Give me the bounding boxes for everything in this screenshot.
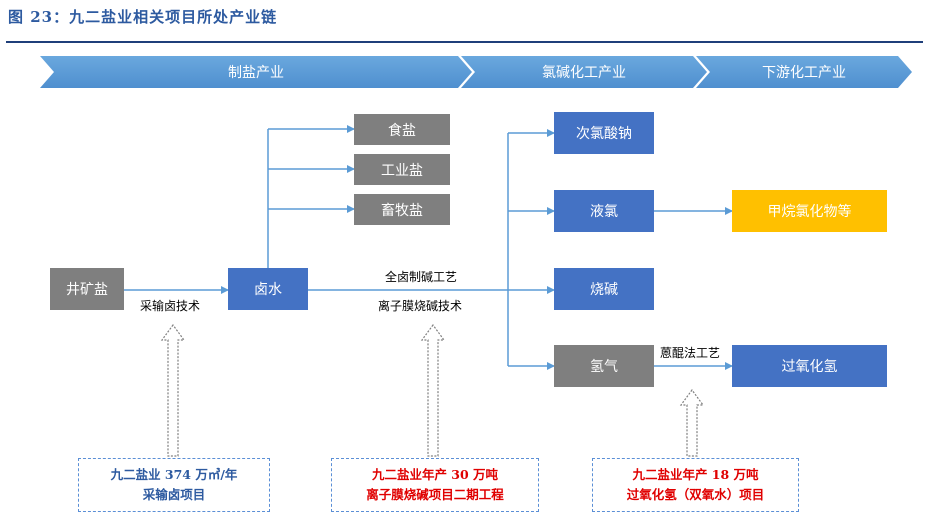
hollow-arrow-brine-project	[160, 323, 186, 457]
project-peroxide-line1: 九二盐业年产 18 万吨	[632, 467, 759, 482]
node-caustic-soda: 烧碱	[554, 268, 654, 310]
label-anthraquinone: 蒽醌法工艺	[660, 346, 721, 360]
stage-arrow-salt	[40, 56, 472, 88]
stage-arrow-chloralkali	[461, 56, 707, 88]
stage-label-downstream: 下游化工产业	[762, 65, 846, 81]
label-brine-extraction: 采输卤技术	[140, 299, 201, 313]
project-peroxide-line2: 过氧化氢（双氧水）项目	[626, 487, 765, 502]
stage-label-salt: 制盐产业	[228, 65, 284, 81]
project-membrane-line2: 离子膜烧碱项目二期工程	[366, 487, 504, 502]
stage-arrow-downstream	[696, 56, 912, 88]
node-edible-salt: 食盐	[354, 114, 450, 145]
hollow-arrow-peroxide-project	[679, 388, 705, 457]
node-hydrogen: 氢气	[554, 345, 654, 387]
node-livestock-salt: 畜牧盐	[354, 194, 450, 225]
project-brine-line1: 九二盐业 374 万㎥/年	[110, 467, 238, 482]
node-brine: 卤水	[228, 268, 308, 310]
node-hydrogen-peroxide: 过氧化氢	[732, 345, 887, 387]
node-methane-chloride: 甲烷氯化物等	[732, 190, 887, 232]
label-full-brine-process: 全卤制碱工艺	[385, 270, 458, 284]
node-liquid-chlorine: 液氯	[554, 190, 654, 232]
hollow-arrow-membrane-project	[420, 323, 446, 457]
node-industrial-salt: 工业盐	[354, 154, 450, 185]
node-well-salt: 井矿盐	[50, 268, 124, 310]
project-box-membrane: 九二盐业年产 30 万吨 离子膜烧碱项目二期工程	[331, 458, 539, 512]
project-brine-line2: 采输卤项目	[142, 487, 206, 502]
title-rule	[6, 41, 923, 43]
project-box-peroxide: 九二盐业年产 18 万吨 过氧化氢（双氧水）项目	[592, 458, 799, 512]
label-membrane-tech: 离子膜烧碱技术	[378, 299, 463, 313]
stage-label-chloralkali: 氯碱化工产业	[542, 65, 626, 81]
project-membrane-line1: 九二盐业年产 30 万吨	[371, 467, 499, 482]
project-box-brine: 九二盐业 374 万㎥/年 采输卤项目	[78, 458, 270, 512]
node-sodium-hypochlorite: 次氯酸钠	[554, 112, 654, 154]
figure-title: 图 23：九二盐业相关项目所处产业链	[8, 8, 278, 26]
